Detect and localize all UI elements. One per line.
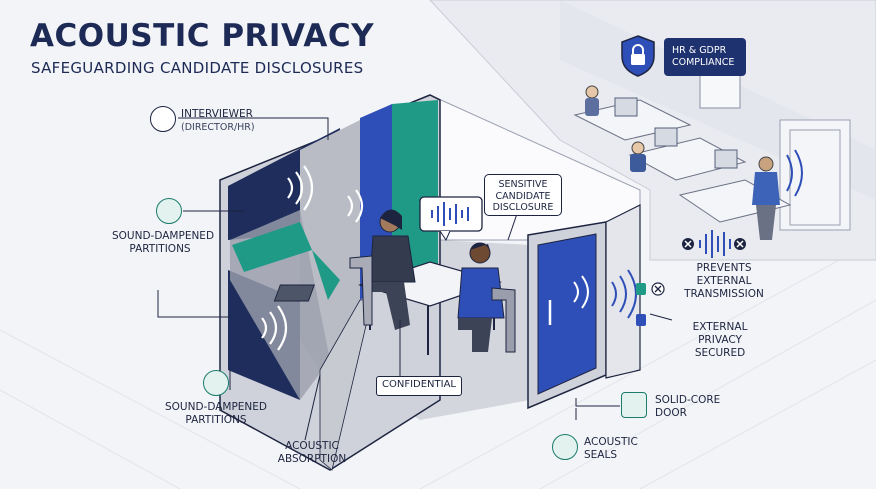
page-subtitle: SAFEGUARDING CANDIDATE DISCLOSURES	[31, 59, 364, 77]
door-label: SOLID-CORE DOOR	[655, 394, 720, 420]
partitions-bottom-line-2: PARTITIONS	[185, 414, 247, 426]
secured-line-1: EXTERNAL	[692, 321, 748, 333]
door-icon	[621, 392, 647, 418]
blocked-waveform	[682, 230, 746, 258]
partitions-bottom-line-1: SOUND-DAMPENED	[164, 401, 268, 413]
door-sound-waves	[611, 269, 637, 319]
disclosure-line-1: SENSITIVE	[498, 179, 548, 190]
leader-lines	[157, 117, 673, 441]
seal-marker-icon-2	[636, 314, 646, 326]
page-title: ACOUSTIC PRIVACY	[30, 18, 375, 54]
room-right-wall	[605, 204, 641, 379]
secured-line-2: PRIVACY	[698, 334, 742, 346]
prevents-label: PREVENTS EXTERNAL TRANSMISSION	[676, 262, 772, 301]
absorption-label: ACOUSTIC ABSORPTION	[262, 440, 362, 466]
speaker-icon-teal-2	[203, 370, 229, 396]
solid-core-door	[527, 221, 607, 410]
door-line-1: SOLID-CORE	[655, 394, 721, 406]
badge-line-2: COMPLIANCE	[672, 57, 735, 68]
interviewer-label: INTERVIEWER (DIRECTOR/HR)	[181, 108, 255, 134]
interviewer-label-line-2: (DIRECTOR/HR)	[181, 122, 255, 133]
shield-lock-icon	[621, 35, 655, 77]
seals-label: ACOUSTIC SEALS	[584, 436, 638, 462]
whiteboard	[699, 69, 741, 109]
partitions-top-label: SOUND-DAMPENED PARTITIONS	[112, 230, 215, 256]
seals-line-1: ACOUSTIC	[584, 436, 638, 448]
door-line-2: DOOR	[655, 407, 687, 419]
absorption-line-2: ABSORPTION	[277, 453, 347, 465]
absorption-line-1: ACOUSTIC	[285, 440, 339, 452]
interviewer-label-line-1: INTERVIEWER	[181, 108, 253, 120]
speech-waveform-bubble	[419, 196, 483, 242]
disclosure-line-2: CANDIDATE	[495, 190, 551, 202]
seal-marker-icon	[636, 283, 646, 295]
partitions-top-line-2: PARTITIONS	[129, 243, 191, 255]
disclosure-callout: SENSITIVE CANDIDATE DISCLOSURE	[484, 174, 562, 216]
disclosure-line-3: DISCLOSURE	[492, 202, 554, 213]
speaker-icon-seals	[552, 434, 578, 460]
badge-line-1: HR & GDPR	[672, 45, 727, 56]
prevents-line-3: TRANSMISSION	[684, 288, 764, 300]
wall-sound-waves	[261, 165, 364, 351]
speaker-icon	[150, 106, 176, 132]
compliance-badge: HR & GDPR COMPLIANCE	[664, 38, 746, 76]
partitions-top-line-1: SOUND-DAMPENED	[112, 230, 215, 242]
candidate-figure	[457, 242, 516, 353]
seals-line-2: SEALS	[584, 449, 617, 461]
secured-line-3: SECURED	[694, 347, 746, 359]
speaker-icon-teal	[156, 198, 182, 224]
partitions-bottom-label: SOUND-DAMPENED PARTITIONS	[158, 401, 274, 427]
prevents-line-1: PREVENTS	[696, 262, 752, 274]
interviewer-figure	[349, 209, 416, 330]
secured-label: EXTERNAL PRIVACY SECURED	[676, 321, 764, 360]
prevents-line-2: EXTERNAL	[696, 275, 752, 287]
floor-grid	[0, 239, 876, 489]
confidential-tag: CONFIDENTIAL	[376, 376, 462, 396]
